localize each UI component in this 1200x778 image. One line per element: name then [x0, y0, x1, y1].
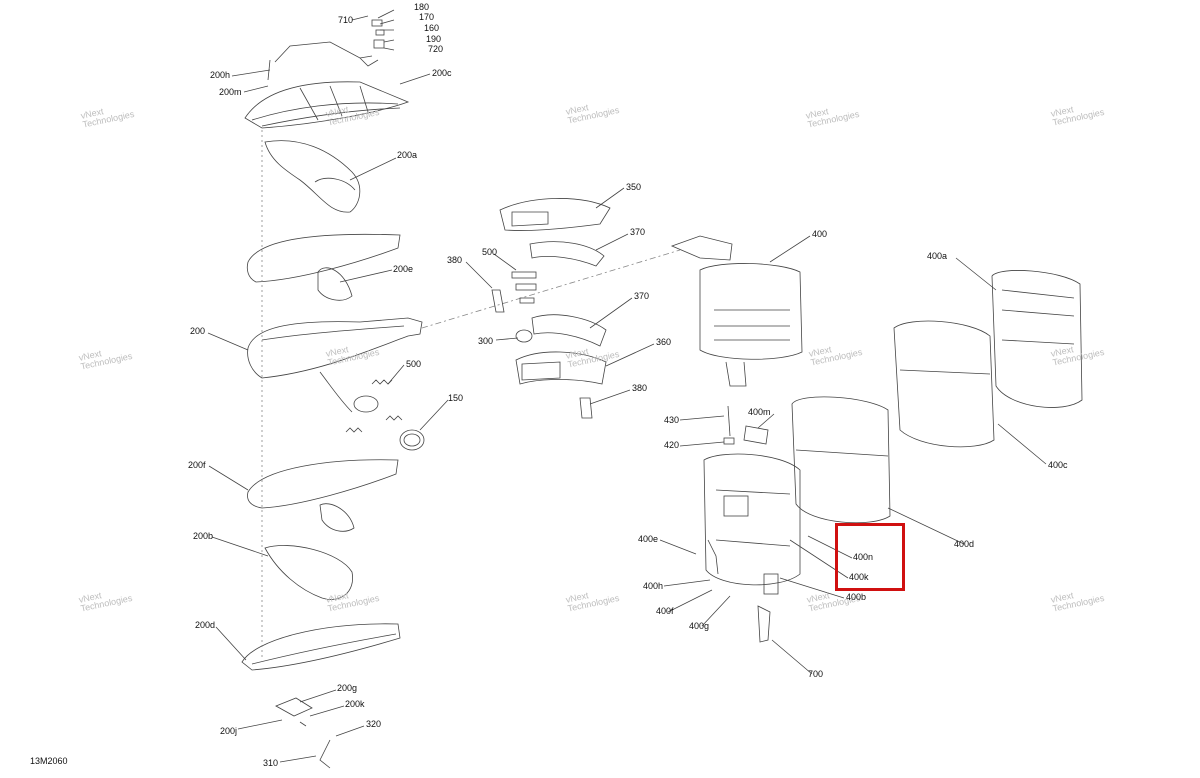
- callout-200g: 200g: [337, 683, 358, 693]
- callout-400a: 400a: [927, 251, 948, 261]
- callout-200c: 200c: [432, 68, 452, 78]
- callout-710: 710: [338, 15, 354, 25]
- callout-370b: 370: [634, 291, 650, 301]
- callout-150: 150: [448, 393, 464, 403]
- callout-400c: 400c: [1048, 460, 1068, 470]
- highlight-box: [835, 523, 905, 591]
- callout-180: 180: [414, 2, 430, 12]
- callout-350: 350: [626, 182, 642, 192]
- callout-400e: 400e: [638, 534, 659, 544]
- muffler-lower: [703, 453, 801, 595]
- callout-380b: 380: [632, 383, 648, 393]
- callout-400g: 400g: [689, 621, 710, 631]
- callout-190: 190: [426, 34, 442, 44]
- callout-300: 300: [478, 336, 494, 346]
- heat-shield-200f: [247, 459, 399, 532]
- plate-400m: [743, 425, 769, 445]
- heat-shield-200e: [246, 233, 401, 301]
- callout-200k: 200k: [345, 699, 365, 709]
- pipe-200: [247, 317, 423, 413]
- heat-shield-200a: [264, 140, 361, 213]
- callout-400d: 400d: [954, 539, 975, 549]
- callout-200h: 200h: [210, 70, 231, 80]
- spring-380a: [491, 289, 505, 313]
- callout-500: 500: [406, 359, 422, 369]
- callout-320: 320: [366, 719, 382, 729]
- shield-400d: [791, 396, 891, 524]
- shield-400c: [893, 320, 995, 448]
- callout-380a: 380: [447, 255, 463, 265]
- callout-420: 420: [664, 440, 680, 450]
- clamp-370a: [529, 241, 605, 267]
- callout-700: 700: [808, 669, 824, 679]
- hanger-700: [757, 605, 771, 643]
- heat-shield-200b: [264, 545, 353, 600]
- muffler-400: [670, 235, 803, 387]
- shield-400a: [991, 270, 1083, 408]
- clamp-370b: [531, 314, 607, 347]
- sensor-bracket-710: [267, 19, 385, 81]
- callout-170: 170: [419, 12, 435, 22]
- callout-200f: 200f: [188, 460, 206, 470]
- callout-200b: 200b: [193, 531, 214, 541]
- callout-200a: 200a: [397, 150, 418, 160]
- callout-400h: 400h: [643, 581, 664, 591]
- shield-360: [515, 351, 607, 385]
- callout-430: 430: [664, 415, 680, 425]
- callout-200: 200: [190, 326, 206, 336]
- callout-400m: 400m: [748, 407, 771, 417]
- diagram-code: 13M2060: [30, 756, 68, 766]
- callout-200j: 200j: [220, 726, 238, 736]
- spring-380b: [579, 397, 593, 419]
- ring-300: [515, 329, 533, 343]
- callout-360: 360: [656, 337, 672, 347]
- callout-370a: 370: [630, 227, 646, 237]
- callout-500b: 500: [482, 247, 498, 257]
- callout-400b: 400b: [846, 592, 867, 602]
- callout-720: 720: [428, 44, 444, 54]
- callout-200e: 200e: [393, 264, 414, 274]
- callout-400: 400: [812, 229, 828, 239]
- callout-400n: 400n: [853, 552, 874, 562]
- callout-400k: 400k: [849, 572, 869, 582]
- callout-200m: 200m: [219, 87, 242, 97]
- callout-200d: 200d: [195, 620, 216, 630]
- spring-500b: [511, 271, 537, 304]
- bolt-430: [723, 405, 735, 445]
- callout-160: 160: [424, 23, 440, 33]
- gasket-150: [399, 429, 425, 451]
- pipe-200c: [244, 81, 410, 129]
- callout-310: 310: [263, 758, 279, 768]
- bracket-200g: [275, 697, 331, 769]
- shield-350: [499, 198, 611, 231]
- pipe-200d: [241, 623, 401, 671]
- callout-400f: 400f: [656, 606, 674, 616]
